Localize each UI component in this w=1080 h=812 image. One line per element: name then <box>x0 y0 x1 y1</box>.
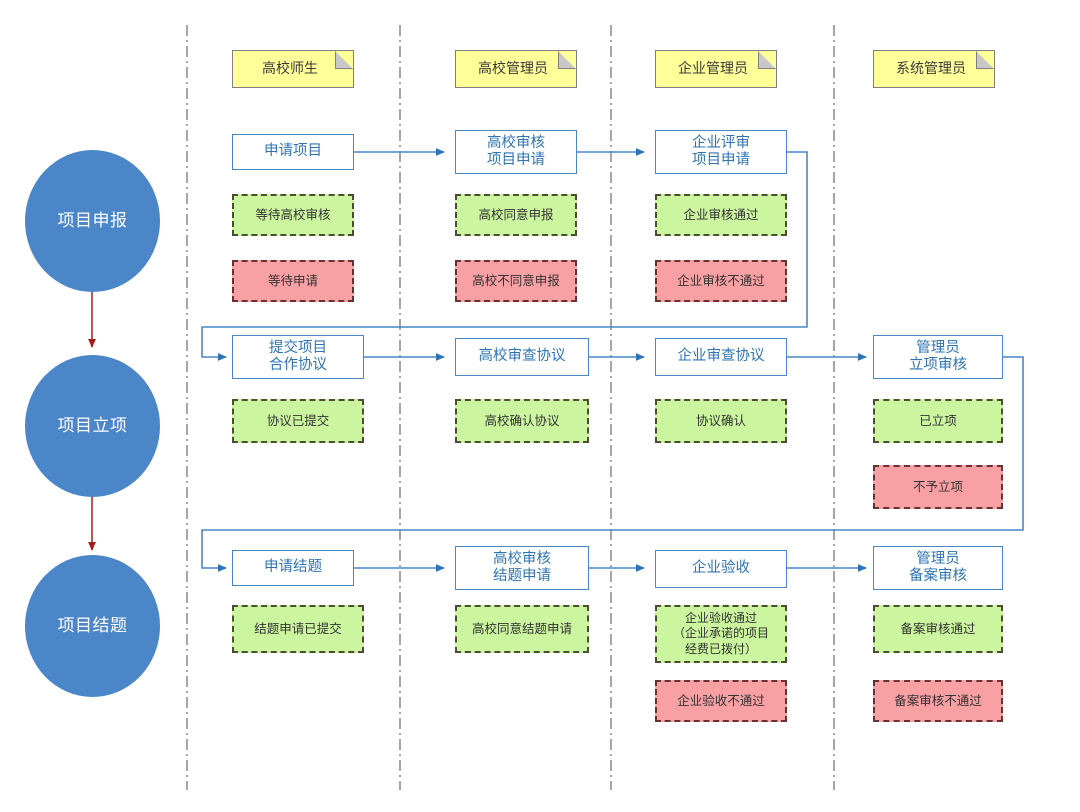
action-label: 高校审核 项目申请 <box>487 134 545 168</box>
status-label: 备案审核通过 <box>900 620 976 636</box>
phase-circle-apply[interactable]: 项目申报 <box>25 150 160 292</box>
action-label: 高校审查协议 <box>478 348 566 365</box>
lane-header-system-admin[interactable]: 系统管理员 <box>873 50 995 88</box>
phase-label: 项目申报 <box>57 210 128 231</box>
action-label: 管理员 立项审核 <box>909 339 967 373</box>
status-school-approved-application[interactable]: 高校同意申报 <box>455 194 577 236</box>
status-label: 企业审核通过 <box>683 206 759 222</box>
action-label: 企业评审 项目申请 <box>692 134 750 168</box>
phase-circle-setup[interactable]: 项目立项 <box>25 355 160 497</box>
status-agreement-submitted[interactable]: 协议已提交 <box>232 399 364 443</box>
action-company-acceptance[interactable]: 企业验收 <box>655 550 787 588</box>
lane-label: 系统管理员 <box>896 60 966 77</box>
status-label: 企业验收不通过 <box>677 692 765 708</box>
status-label: 高校同意结题申请 <box>471 620 572 636</box>
action-company-review-application[interactable]: 企业评审 项目申请 <box>655 130 787 174</box>
status-company-acceptance-passed[interactable]: 企业验收通过 （企业承诺的项目 经费已拨付） <box>655 605 787 663</box>
action-submit-agreement[interactable]: 提交项目 合作协议 <box>232 335 364 379</box>
phase-label: 项目结题 <box>57 615 128 636</box>
status-agreement-confirmed[interactable]: 协议确认 <box>655 399 787 443</box>
status-label: 不予立项 <box>912 478 963 494</box>
action-label: 企业验收 <box>692 560 750 577</box>
note-fold-icon <box>558 51 576 69</box>
lane-label: 高校师生 <box>262 60 318 77</box>
status-label: 等待申请 <box>267 272 318 288</box>
status-label: 企业验收通过 （企业承诺的项目 经费已拨付） <box>672 610 769 656</box>
status-company-approved-application[interactable]: 企业审核通过 <box>655 194 787 236</box>
status-label: 已立项 <box>919 412 957 428</box>
status-label: 协议确认 <box>695 412 746 428</box>
phase-label: 项目立项 <box>57 415 128 436</box>
action-label: 申请结题 <box>264 559 322 576</box>
status-project-not-established[interactable]: 不予立项 <box>873 465 1003 509</box>
status-record-review-passed[interactable]: 备案审核通过 <box>873 605 1003 653</box>
status-school-rejected-application[interactable]: 高校不同意申报 <box>455 260 577 302</box>
note-fold-icon <box>758 51 776 69</box>
lane-label: 企业管理员 <box>678 60 748 77</box>
status-label: 等待高校审核 <box>255 206 331 222</box>
flow-admin-setup-to-apply-closing <box>201 356 1024 572</box>
lane-header-company-admin[interactable]: 企业管理员 <box>655 50 777 88</box>
status-label: 企业审核不通过 <box>677 272 765 288</box>
action-label: 提交项目 合作协议 <box>269 339 327 373</box>
lane-header-teacher-student[interactable]: 高校师生 <box>232 50 354 88</box>
action-school-review-closing[interactable]: 高校审核 结题申请 <box>455 546 589 590</box>
status-school-approved-closing[interactable]: 高校同意结题申请 <box>455 605 589 653</box>
action-apply-project[interactable]: 申请项目 <box>232 134 354 170</box>
status-label: 协议已提交 <box>266 412 330 428</box>
note-fold-icon <box>335 51 353 69</box>
action-label: 管理员 备案审核 <box>909 550 967 584</box>
action-admin-record-review[interactable]: 管理员 备案审核 <box>873 546 1003 590</box>
flow-company-review-to-submit-agreement <box>201 151 808 361</box>
status-label: 结题申请已提交 <box>254 620 342 636</box>
status-company-acceptance-failed[interactable]: 企业验收不通过 <box>655 680 787 722</box>
action-school-review-application[interactable]: 高校审核 项目申请 <box>455 130 577 174</box>
lane-header-school-admin[interactable]: 高校管理员 <box>455 50 577 88</box>
status-project-established[interactable]: 已立项 <box>873 399 1003 443</box>
action-company-check-agreement[interactable]: 企业审查协议 <box>655 338 787 376</box>
status-label: 高校同意申报 <box>478 206 554 222</box>
status-label: 备案审核不通过 <box>894 692 982 708</box>
status-record-review-failed[interactable]: 备案审核不通过 <box>873 680 1003 722</box>
action-label: 企业审查协议 <box>677 348 765 365</box>
status-waiting-school-review[interactable]: 等待高校审核 <box>232 194 354 236</box>
status-school-confirmed-agreement[interactable]: 高校确认协议 <box>455 399 589 443</box>
status-label: 高校不同意申报 <box>472 272 560 288</box>
action-apply-closing[interactable]: 申请结题 <box>232 550 354 586</box>
status-company-rejected-application[interactable]: 企业审核不通过 <box>655 260 787 302</box>
lane-label: 高校管理员 <box>478 60 548 77</box>
action-label: 高校审核 结题申请 <box>493 550 551 584</box>
note-fold-icon <box>976 51 994 69</box>
phase-circle-closing[interactable]: 项目结题 <box>25 555 160 697</box>
status-waiting-application[interactable]: 等待申请 <box>232 260 354 302</box>
action-label: 申请项目 <box>264 143 322 160</box>
status-label: 高校确认协议 <box>484 412 560 428</box>
action-admin-setup-review[interactable]: 管理员 立项审核 <box>873 335 1003 379</box>
status-closing-application-submitted[interactable]: 结题申请已提交 <box>232 605 364 653</box>
action-school-check-agreement[interactable]: 高校审查协议 <box>455 338 589 376</box>
